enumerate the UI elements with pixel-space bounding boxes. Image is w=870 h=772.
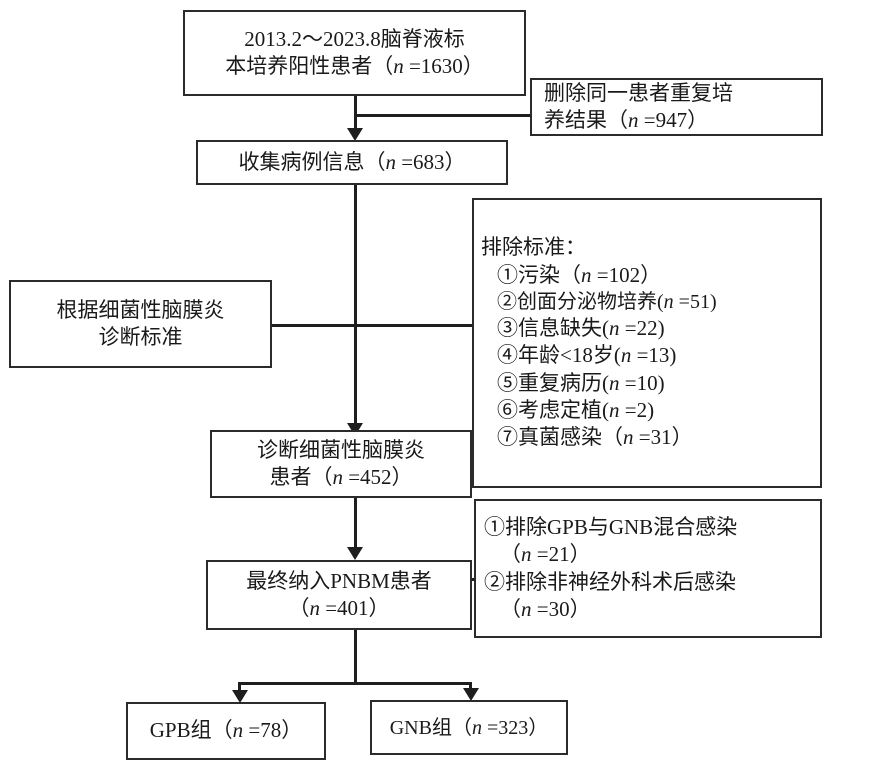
connector-diagnosed-to-final: [354, 497, 357, 557]
gnb-group-label: GNB组（n =323）: [389, 716, 549, 739]
criteria-line-2: 诊断标准: [98, 325, 183, 349]
remove-duplicates-line-1: 删除同一患者重复培: [544, 80, 733, 105]
arrow-to-gpb-group: [232, 690, 248, 703]
final-cohort-line-2: （n =401）: [288, 596, 390, 620]
secondary-exclusion-item-1-count: （n =21）: [500, 542, 591, 567]
source-cohort-line-2: 本培养阳性患者（n =1630）: [225, 54, 484, 78]
connector-split-bar: [240, 682, 472, 685]
exclusion-item-4: ④年龄<18岁(n =13): [497, 343, 677, 368]
exclusion-item-7: ⑦真菌感染（n =31）: [497, 425, 693, 450]
arrow-to-gnb-group: [463, 688, 479, 701]
node-collect-case-information: 收集病例信息（n =683）: [196, 140, 508, 185]
diagnosed-bm-line-1: 诊断细菌性脑膜炎: [257, 437, 425, 462]
secondary-exclusion-item-2: ②排除非神经外科术后感染: [484, 569, 736, 594]
exclusion-criteria-heading: 排除标准：: [481, 235, 586, 260]
secondary-exclusion-item-2-count: （n =30）: [500, 596, 591, 621]
connector-criteria-to-exclusions: [272, 324, 472, 327]
node-exclusion-criteria: 排除标准： ①污染（n =102） ②创面分泌物培养(n =51) ③信息缺失(…: [472, 198, 822, 488]
arrow-to-final-cohort: [347, 547, 363, 560]
exclusion-item-5: ⑤重复病历(n =10): [497, 370, 665, 395]
node-bacterial-meningitis-criteria: 根据细菌性脑膜炎 诊断标准: [9, 280, 272, 368]
connector-branch-remove-duplicates: [354, 114, 532, 117]
connector-collect-to-diagnosed: [354, 184, 357, 433]
remove-duplicates-line-2: 养结果（n =947）: [544, 108, 709, 132]
diagnosed-bm-line-2: 患者（n =452）: [269, 465, 413, 489]
node-gpb-group: GPB组（n =78）: [126, 702, 326, 760]
connector-final-to-split: [354, 630, 357, 685]
exclusion-item-3: ③信息缺失(n =22): [497, 316, 665, 341]
collect-records-line-1: 收集病例信息（n =683）: [238, 149, 466, 174]
arrow-to-collect-records: [347, 128, 363, 141]
final-cohort-line-1: 最终纳入PNBM患者: [246, 568, 432, 593]
exclusion-item-2: ②创面分泌物培养(n =51): [497, 291, 717, 314]
node-source-cohort: 2013.2～2023.8脑脊液标 本培养阳性患者（n =1630）: [183, 10, 526, 96]
exclusion-item-6: ⑥考虑定植(n =2): [497, 397, 655, 422]
gpb-group-label: GPB组（n =78）: [149, 718, 303, 743]
node-final-pnbm-cohort: 最终纳入PNBM患者 （n =401）: [206, 560, 472, 630]
source-cohort-line-1: 2013.2～2023.8脑脊液标: [244, 26, 465, 51]
secondary-exclusion-item-1: ①排除GPB与GNB混合感染: [484, 514, 738, 539]
node-remove-duplicate-cultures: 删除同一患者重复培 养结果（n =947）: [530, 78, 823, 136]
criteria-line-1: 根据细菌性脑膜炎: [56, 297, 225, 322]
node-gnb-group: GNB组（n =323）: [370, 700, 568, 755]
exclusion-item-1: ①污染（n =102）: [497, 262, 662, 287]
node-diagnosed-bacterial-meningitis: 诊断细菌性脑膜炎 患者（n =452）: [210, 430, 472, 498]
node-secondary-exclusions: ①排除GPB与GNB混合感染 （n =21） ②排除非神经外科术后感染 （n =…: [474, 499, 822, 638]
